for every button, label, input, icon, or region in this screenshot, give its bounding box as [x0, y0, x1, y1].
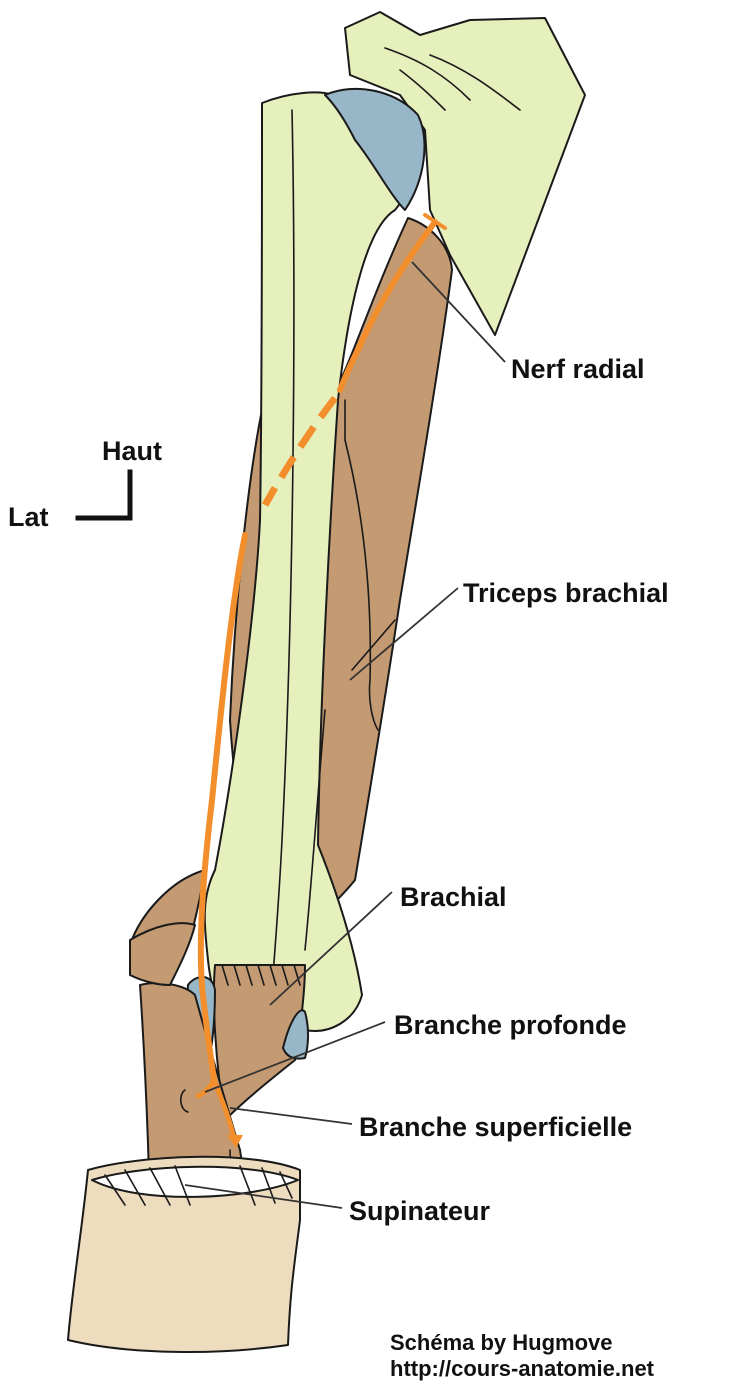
radial-nerve — [195, 213, 447, 1148]
labels: Nerf radial Triceps brachial Brachial Br… — [349, 354, 669, 1226]
credit: Schéma by Hugmove http://cours-anatomie.… — [390, 1330, 655, 1381]
leader-branche-superficielle — [229, 1107, 353, 1125]
label-supinateur: Supinateur — [349, 1196, 491, 1226]
credit-author: Schéma by Hugmove — [390, 1330, 613, 1355]
label-branche-profonde: Branche profonde — [394, 1010, 627, 1040]
humeral-head-cartilage — [324, 87, 426, 211]
leader-branche-profonde — [204, 1021, 386, 1093]
radial-nerve-end-mark — [423, 213, 447, 230]
leader-brachial — [269, 891, 393, 1006]
label-nerf-radial: Nerf radial — [511, 354, 645, 384]
radial-nerve-upper — [337, 219, 438, 393]
label-triceps-brachial: Triceps brachial — [463, 578, 669, 608]
leader-nerf-radial — [411, 261, 506, 363]
orientation-indicator: Haut Lat — [8, 436, 162, 532]
radial-nerve-lower — [197, 532, 248, 1083]
credit-url: http://cours-anatomie.net — [390, 1356, 655, 1381]
skin-cuff — [67, 1155, 301, 1353]
label-brachial: Brachial — [400, 882, 507, 912]
leader-triceps — [349, 587, 459, 681]
orientation-up-label: Haut — [102, 436, 162, 466]
leader-supinateur — [184, 1184, 343, 1209]
branche-superficielle-arrow — [227, 1135, 243, 1148]
orientation-arrow — [75, 469, 133, 521]
leader-lines — [184, 261, 506, 1209]
humerus — [203, 91, 423, 1045]
orientation-lateral-label: Lat — [8, 502, 49, 532]
radial-nerve-dashed — [261, 395, 338, 507]
label-branche-superficielle: Branche superficielle — [359, 1112, 632, 1142]
scapula — [344, 11, 586, 336]
